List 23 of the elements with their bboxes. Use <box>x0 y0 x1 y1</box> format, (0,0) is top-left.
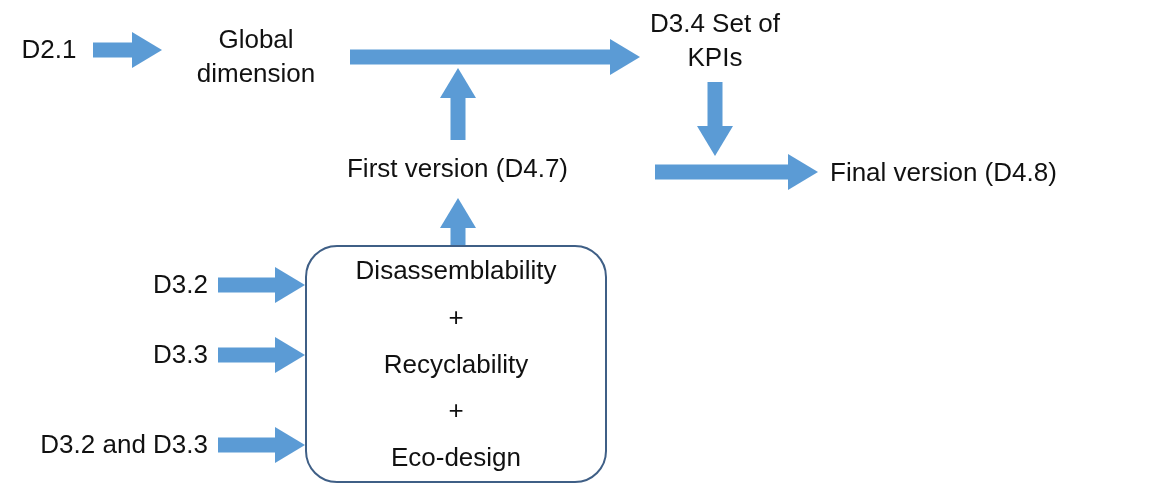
block-arrow <box>218 427 305 463</box>
block-arrow <box>350 39 640 75</box>
block-arrow <box>697 82 733 156</box>
block-arrow <box>218 267 305 303</box>
block-arrow <box>218 337 305 373</box>
node-text: Eco-design <box>390 441 522 475</box>
block-arrow <box>440 198 476 245</box>
node-text: + <box>448 300 464 334</box>
block-arrow <box>440 68 476 140</box>
node-label: D3.4 Set of KPIs <box>640 0 790 82</box>
block-arrow <box>655 154 818 190</box>
node-label: First version (D4.7) <box>315 140 600 198</box>
node-label: Final version (D4.8) <box>818 148 1170 198</box>
node-text: Recyclability <box>383 347 529 381</box>
node-text: + <box>448 394 464 428</box>
node-label: D3.2 and D3.3 <box>0 422 218 468</box>
node-text: Disassemblability <box>355 254 557 287</box>
node-label: D3.2 <box>100 262 218 308</box>
block-arrow <box>93 32 162 68</box>
node-label: D3.3 <box>100 332 218 378</box>
rounded-box <box>305 245 607 483</box>
node-label: Global dimension <box>162 15 350 99</box>
node-label: D2.1 <box>5 28 93 72</box>
